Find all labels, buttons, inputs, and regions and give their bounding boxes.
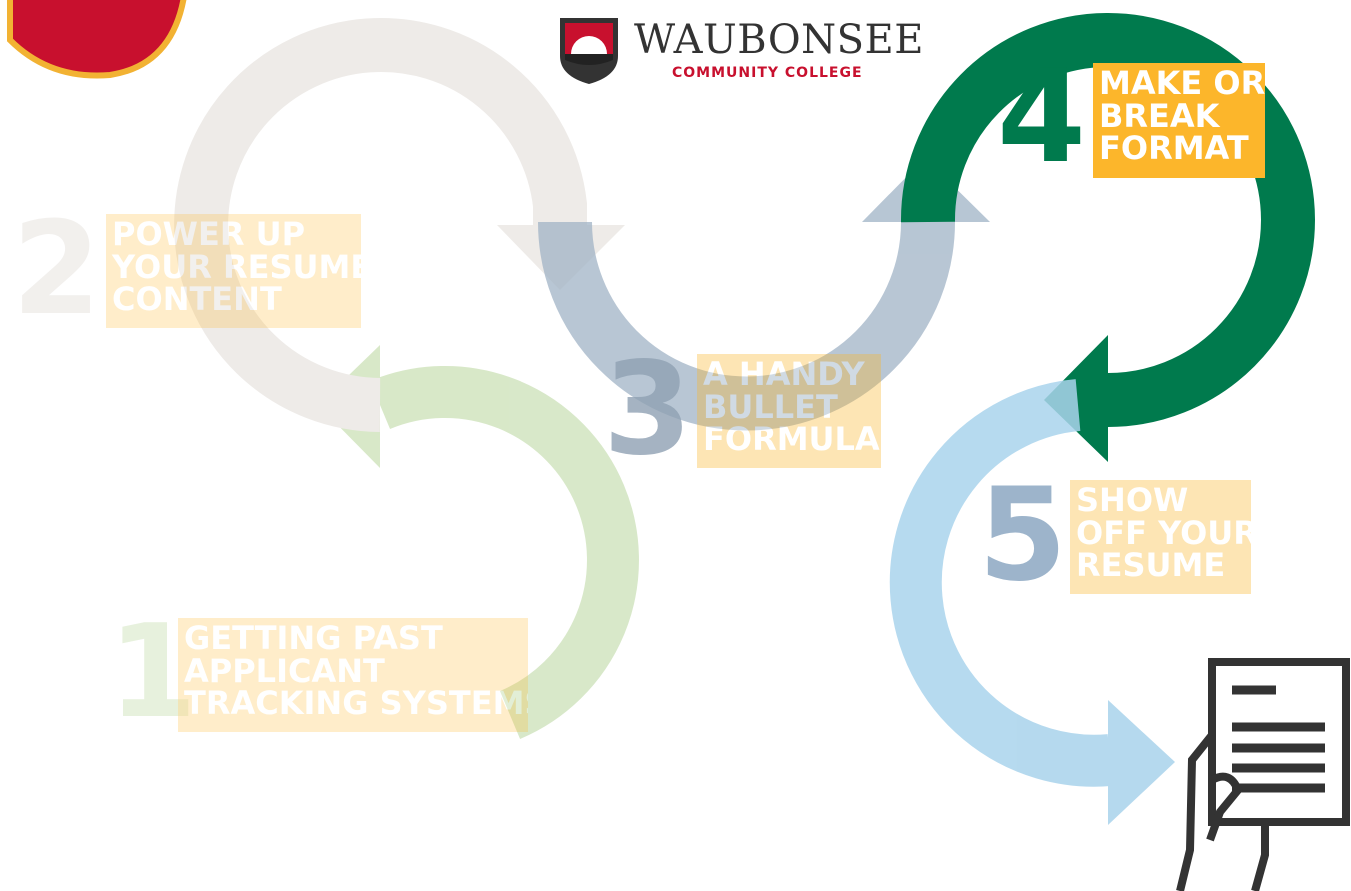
step-number: 3 [603, 335, 693, 484]
corner-decoration [7, 0, 187, 79]
step-number: 5 [978, 461, 1068, 610]
step-number: 2 [12, 195, 102, 344]
logo-subtitle: COMMUNITY COLLEGE [672, 65, 863, 81]
waubonsee-logo: WAUBONSEE COMMUNITY COLLEGE [556, 14, 923, 86]
flow-arrow-5 [889, 379, 1175, 825]
logo-name: WAUBONSEE [634, 17, 924, 63]
waubonsee-shield-icon [560, 18, 618, 84]
step-number: 1 [108, 598, 198, 747]
step-number: 4 [997, 43, 1087, 192]
document-in-hand-icon [1176, 658, 1350, 891]
